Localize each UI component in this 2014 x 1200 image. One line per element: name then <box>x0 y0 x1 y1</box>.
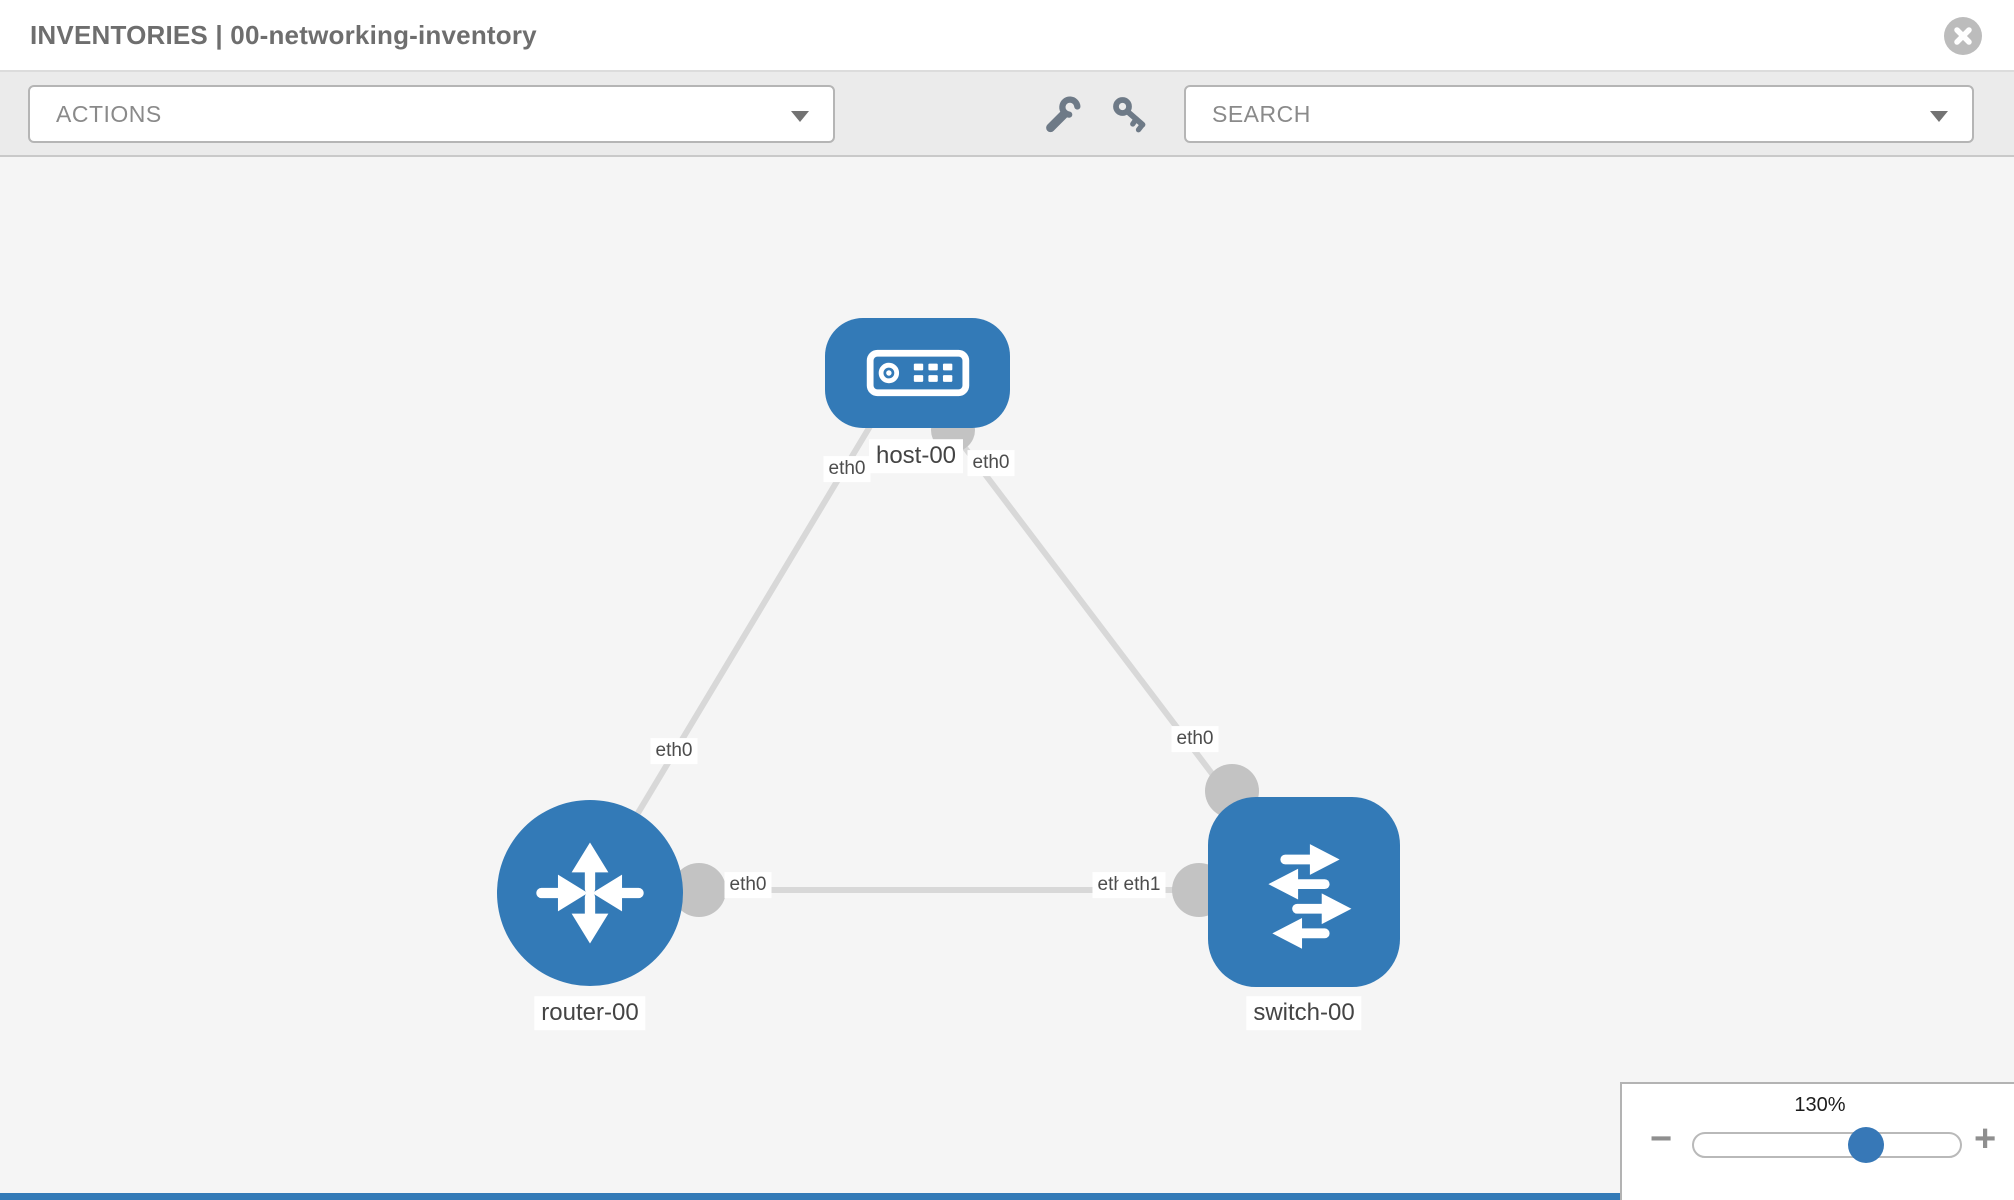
node-label-router: router-00 <box>534 996 646 1030</box>
chevron-down-icon <box>791 111 809 122</box>
zoom-in-button[interactable]: + <box>1974 1118 1997 1160</box>
node-label-switch: switch-00 <box>1246 996 1362 1030</box>
node-host-00[interactable] <box>825 318 1010 428</box>
link-host-switch[interactable] <box>947 426 1263 839</box>
iface-label-eth0: eth0 <box>650 738 698 764</box>
zoom-percentage: 130% <box>1794 1094 1846 1116</box>
bottom-panel-edge <box>0 1193 1620 1200</box>
zoom-slider-thumb[interactable] <box>1848 1127 1884 1163</box>
iface-label-eth0: eth0 <box>967 450 1015 476</box>
zoom-panel: 130% − + <box>1620 1082 2014 1200</box>
node-router-00[interactable] <box>497 800 683 986</box>
tools-button[interactable] <box>1041 93 1085 137</box>
node-label-host: host-00 <box>868 439 964 473</box>
interface-dots <box>672 408 1259 917</box>
topology-canvas[interactable]: host-00 router-00 switch-00 eth0 eth0 et… <box>0 157 2014 1200</box>
topology-links-layer <box>587 408 1263 917</box>
switch-icon <box>1240 828 1368 956</box>
iface-label-eth0: eth0 <box>1171 726 1219 752</box>
interface-dot[interactable] <box>672 863 726 917</box>
page-title: INVENTORIES | 00-networking-inventory <box>30 20 537 50</box>
chevron-down-icon <box>1930 111 1948 122</box>
zoom-slider-track[interactable] <box>1692 1127 1962 1163</box>
iface-label-eth0: eth0 <box>724 872 772 898</box>
actions-dropdown[interactable]: ACTIONS <box>28 85 835 143</box>
iface-label-eth0: eth0 <box>823 456 871 482</box>
host-icon <box>866 349 970 397</box>
router-icon <box>528 831 652 955</box>
close-button[interactable] <box>1944 17 1982 55</box>
toolbar: ACTIONS <box>0 72 2014 157</box>
zoom-out-button[interactable]: − <box>1650 1118 1673 1160</box>
search-dropdown[interactable]: SEARCH <box>1184 85 1974 143</box>
header: INVENTORIES | 00-networking-inventory <box>0 0 2014 72</box>
actions-dropdown-label: ACTIONS <box>56 100 162 127</box>
search-dropdown-label: SEARCH <box>1212 100 1311 127</box>
wrench-icon <box>1043 96 1083 137</box>
key-icon <box>1110 96 1150 137</box>
close-icon <box>1953 26 1973 46</box>
key-button[interactable] <box>1108 93 1152 137</box>
link-lines <box>587 421 1263 895</box>
node-switch-00[interactable] <box>1208 797 1400 987</box>
iface-label-eth1: eth1 <box>1118 872 1166 898</box>
